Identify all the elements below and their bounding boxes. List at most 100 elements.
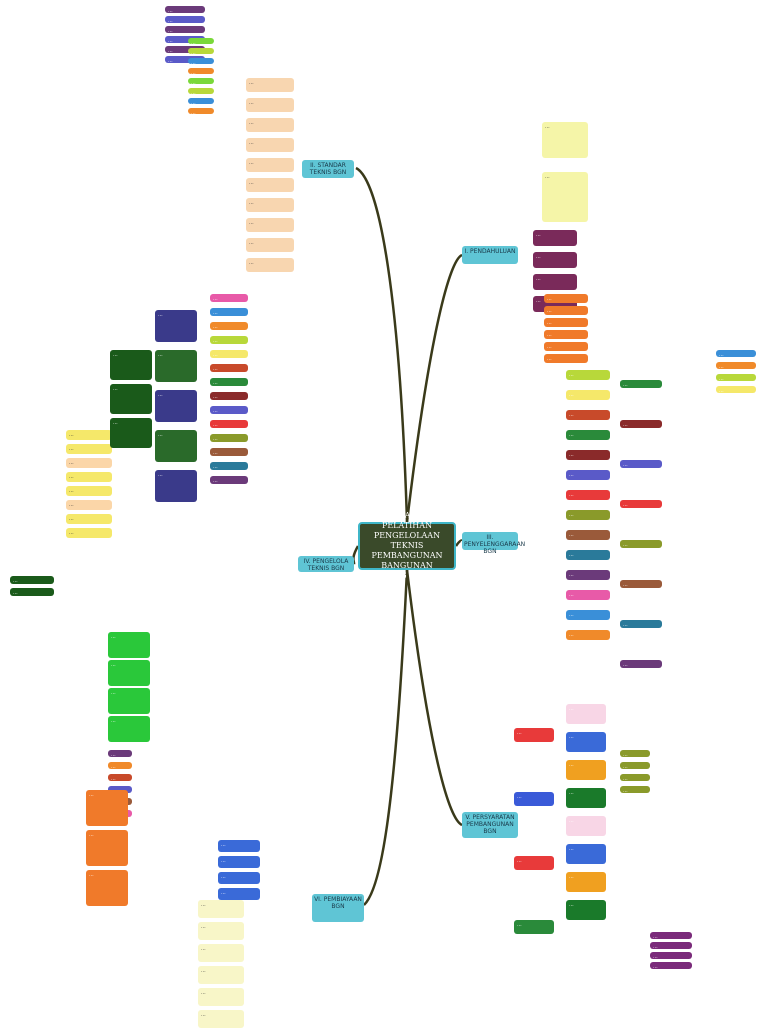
leaf-node[interactable]: ... bbox=[650, 942, 692, 949]
leaf-node[interactable]: ... bbox=[544, 306, 588, 315]
leaf-node[interactable]: ... bbox=[566, 450, 610, 460]
leaf-node[interactable]: ... bbox=[716, 362, 756, 369]
leaf-node[interactable]: ... bbox=[533, 252, 577, 268]
leaf-node[interactable]: ... bbox=[155, 350, 197, 382]
leaf-node[interactable]: ... bbox=[108, 688, 150, 714]
leaf-node[interactable]: ... bbox=[620, 380, 662, 388]
leaf-node[interactable]: ... bbox=[620, 420, 662, 428]
leaf-node[interactable]: ... bbox=[566, 610, 610, 620]
leaf-node[interactable]: ... bbox=[544, 330, 588, 339]
leaf-node[interactable]: ... bbox=[246, 138, 294, 152]
leaf-node[interactable]: ... bbox=[218, 888, 260, 900]
leaf-node[interactable]: ... bbox=[246, 238, 294, 252]
leaf-node[interactable]: ... bbox=[566, 390, 610, 400]
leaf-node[interactable]: ... bbox=[544, 342, 588, 351]
leaf-node[interactable]: ... bbox=[86, 870, 128, 906]
leaf-node[interactable]: ... bbox=[566, 732, 606, 752]
leaf-node[interactable]: ... bbox=[544, 294, 588, 303]
leaf-node[interactable]: ... bbox=[566, 704, 606, 724]
leaf-node[interactable]: ... bbox=[86, 790, 128, 826]
leaf-node[interactable]: ... bbox=[650, 932, 692, 939]
leaf-node[interactable]: ... bbox=[108, 750, 132, 757]
leaf-node[interactable]: ... bbox=[566, 630, 610, 640]
leaf-node[interactable]: ... bbox=[10, 576, 54, 584]
leaf-node[interactable]: ... bbox=[566, 530, 610, 540]
leaf-node[interactable]: ... bbox=[514, 728, 554, 742]
leaf-node[interactable]: ... bbox=[198, 900, 244, 918]
leaf-node[interactable]: ... bbox=[566, 570, 610, 580]
leaf-node[interactable]: ... bbox=[108, 762, 132, 769]
leaf-node[interactable]: ... bbox=[246, 198, 294, 212]
leaf-node[interactable]: ... bbox=[566, 490, 610, 500]
leaf-node[interactable]: ... bbox=[165, 26, 205, 33]
leaf-node[interactable]: ... bbox=[108, 660, 150, 686]
leaf-node[interactable]: ... bbox=[566, 816, 606, 836]
leaf-node[interactable]: ... bbox=[188, 58, 214, 64]
branch-standar-teknis[interactable]: II. STANDAR TEKNIS BGN bbox=[302, 160, 354, 178]
leaf-node[interactable]: ... bbox=[650, 962, 692, 969]
leaf-node[interactable]: ... bbox=[210, 308, 248, 316]
leaf-node[interactable]: ... bbox=[155, 430, 197, 462]
leaf-node[interactable]: ... bbox=[542, 122, 588, 158]
leaf-node[interactable]: ... bbox=[198, 944, 244, 962]
leaf-node[interactable]: ... bbox=[246, 98, 294, 112]
leaf-node[interactable]: ... bbox=[620, 500, 662, 508]
branch-pengelola-teknis[interactable]: IV. PENGELOLA TEKNIS BGN bbox=[298, 556, 354, 572]
branch-persyaratan[interactable]: V. PERSYARATAN PEMBANGUNAN BGN bbox=[462, 812, 518, 838]
leaf-node[interactable]: ... bbox=[155, 310, 197, 342]
leaf-node[interactable]: ... bbox=[66, 458, 112, 468]
leaf-node[interactable]: ... bbox=[210, 392, 248, 400]
leaf-node[interactable]: ... bbox=[620, 460, 662, 468]
leaf-node[interactable]: ... bbox=[542, 172, 588, 222]
leaf-node[interactable]: ... bbox=[566, 590, 610, 600]
leaf-node[interactable]: ... bbox=[246, 78, 294, 92]
leaf-node[interactable]: ... bbox=[66, 472, 112, 482]
leaf-node[interactable]: ... bbox=[566, 872, 606, 892]
leaf-node[interactable]: ... bbox=[66, 514, 112, 524]
leaf-node[interactable]: ... bbox=[10, 588, 54, 596]
leaf-node[interactable]: ... bbox=[210, 350, 248, 358]
leaf-node[interactable]: ... bbox=[198, 988, 244, 1006]
leaf-node[interactable]: ... bbox=[566, 788, 606, 808]
leaf-node[interactable]: ... bbox=[86, 830, 128, 866]
leaf-node[interactable]: ... bbox=[566, 370, 610, 380]
leaf-node[interactable]: ... bbox=[155, 390, 197, 422]
leaf-node[interactable]: ... bbox=[110, 350, 152, 380]
leaf-node[interactable]: ... bbox=[210, 336, 248, 344]
leaf-node[interactable]: ... bbox=[246, 118, 294, 132]
leaf-node[interactable]: ... bbox=[620, 786, 650, 793]
leaf-node[interactable]: ... bbox=[514, 856, 554, 870]
leaf-node[interactable]: ... bbox=[246, 178, 294, 192]
leaf-node[interactable]: ... bbox=[566, 900, 606, 920]
leaf-node[interactable]: ... bbox=[155, 470, 197, 502]
leaf-node[interactable]: ... bbox=[544, 318, 588, 327]
leaf-node[interactable]: ... bbox=[198, 1010, 244, 1028]
branch-pembiayaan[interactable]: VI. PEMBIAYAAN BGN bbox=[312, 894, 364, 922]
leaf-node[interactable]: ... bbox=[210, 378, 248, 386]
leaf-node[interactable]: ... bbox=[210, 476, 248, 484]
leaf-node[interactable]: ... bbox=[514, 920, 554, 934]
leaf-node[interactable]: ... bbox=[66, 444, 112, 454]
leaf-node[interactable]: ... bbox=[650, 952, 692, 959]
leaf-node[interactable]: ... bbox=[246, 218, 294, 232]
leaf-node[interactable]: ... bbox=[165, 16, 205, 23]
leaf-node[interactable]: ... bbox=[210, 462, 248, 470]
leaf-node[interactable]: ... bbox=[108, 632, 150, 658]
leaf-node[interactable]: ... bbox=[110, 384, 152, 414]
leaf-node[interactable]: ... bbox=[218, 872, 260, 884]
leaf-node[interactable]: ... bbox=[165, 56, 205, 63]
branch-pendahuluan[interactable]: I. PENDAHULUAN bbox=[462, 246, 518, 264]
leaf-node[interactable]: ... bbox=[188, 98, 214, 104]
leaf-node[interactable]: ... bbox=[198, 966, 244, 984]
leaf-node[interactable]: ... bbox=[533, 274, 577, 290]
leaf-node[interactable]: ... bbox=[620, 750, 650, 757]
leaf-node[interactable]: ... bbox=[716, 350, 756, 357]
leaf-node[interactable]: ... bbox=[533, 230, 577, 246]
leaf-node[interactable]: ... bbox=[198, 922, 244, 940]
leaf-node[interactable]: ... bbox=[246, 158, 294, 172]
leaf-node[interactable]: ... bbox=[210, 322, 248, 330]
leaf-node[interactable]: ... bbox=[566, 760, 606, 780]
leaf-node[interactable]: ... bbox=[165, 6, 205, 13]
leaf-node[interactable]: ... bbox=[165, 46, 205, 53]
leaf-node[interactable]: ... bbox=[620, 762, 650, 769]
